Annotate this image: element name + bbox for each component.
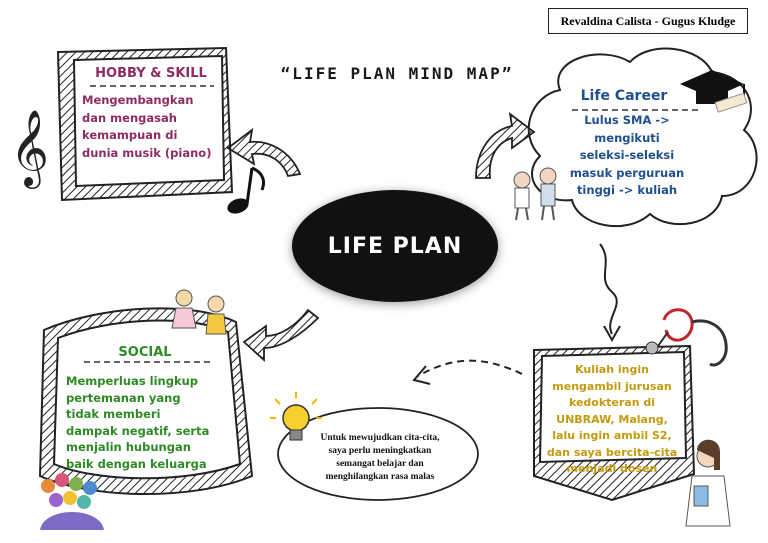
career-line: tinggi -> kuliah [576,183,678,197]
quote-line: saya perlu meningkatkan [328,446,432,456]
arrow-down [599,243,621,343]
social-line: dampak negatif, serta [66,423,210,438]
social-line: menjalin hubungan [66,440,191,454]
kuliah-line: mengambil jurusan [552,379,672,393]
hobby-text: Mengembangkan dan mengasah kemampuan di … [82,92,222,162]
kuliah-line: menjadi dosen [566,462,658,475]
hobby-frame [56,46,234,202]
arrow-hobby [226,127,302,178]
hobby-line: kemampuan di [82,128,178,142]
people-group-icon [40,473,104,530]
doctor-icon [685,439,731,527]
hobby-line: dunia musik (piano) [82,145,212,160]
quote-line: semangat belajar dan [336,459,424,469]
hobby-line: Mengembangkan [82,93,194,107]
treble-clef-icon: 𝄞 [10,109,49,189]
lightbulb-icon [270,392,322,441]
social-title: SOCIAL [118,345,172,360]
social-text: Memperluas lingkup pertemanan yang tidak… [66,373,236,472]
social-frame [38,307,254,496]
career-line: Lulus SMA -> [584,113,670,127]
social-line: baik dengan keluarga [66,456,207,471]
kuliah-line: UNBRAW, Malang, [556,412,668,426]
center-label: LIFE PLAN [327,233,463,259]
career-line: masuk perguruan [569,165,685,180]
hobby-title: HOBBY & SKILL [95,66,207,81]
career-line: mengikuti [594,130,660,145]
kuliah-line: Kuliah ingin [575,363,649,376]
kuliah-line: lalu ingin ambil S2, [552,429,672,442]
quote-text: Untuk mewujudkan cita-cita, saya perlu m… [300,432,460,484]
kids-icon [171,289,227,335]
arrow-dashed [412,359,523,385]
graduation-cap-icon [680,70,748,113]
author-label: Revaldina Calista - Gugus Kludge [548,8,748,34]
arrow-social [242,308,320,363]
kuliah-text: Kuliah ingin mengambil jurusan kedoktera… [542,362,682,478]
quote-bubble [277,407,479,501]
quote-line: Untuk mewujudkan cita-cita, [320,433,440,443]
career-line: seleksi-seleksi [579,148,675,162]
stethoscope-icon [645,308,728,367]
kuliah-frame [533,344,696,502]
hobby-line: dan mengasah [82,110,177,125]
svg-text:𝄞: 𝄞 [10,109,49,189]
center-node: LIFE PLAN [292,190,498,302]
arrow-career [475,111,536,179]
page-title: “LIFE PLAN MIND MAP” [280,64,514,83]
students-icon [513,167,557,221]
career-text: Lulus SMA -> mengikuti seleksi-seleksi m… [562,112,692,200]
social-line: tidak memberi [66,407,161,421]
kuliah-line: dan saya bercita-cita [546,445,678,459]
social-line: Memperluas lingkup [66,374,199,388]
social-line: pertemanan yang [66,390,181,405]
kuliah-line: kedokteran di [568,396,656,409]
music-note-icon [227,166,266,214]
quote-line: menghilangkan rasa malas [325,472,435,482]
career-title: Life Career [580,88,668,104]
